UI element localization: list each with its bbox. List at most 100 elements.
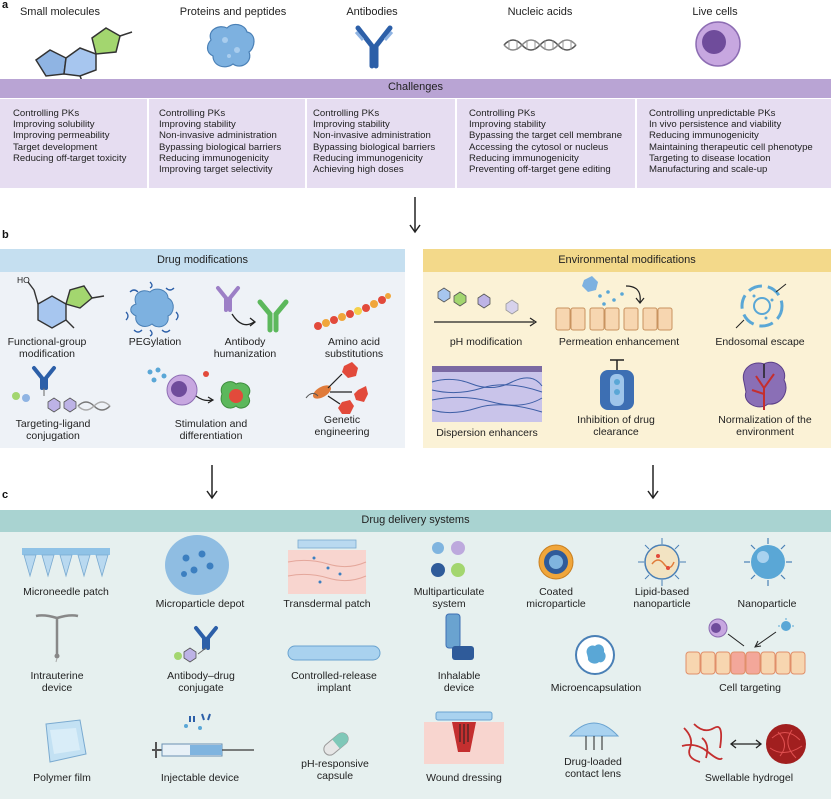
ph-capsule-label: pH-responsive capsule: [290, 758, 380, 782]
functional-group-molecule-icon: [27, 281, 105, 329]
multiparticulate-label: Multiparticulate system: [410, 586, 488, 610]
label-line: Targeting-ligand: [15, 418, 91, 430]
panel-letter-a: a: [2, 0, 9, 11]
wound-dressing-icon: [424, 711, 504, 764]
challenge-box-proteins: [149, 99, 305, 188]
endosomal-escape-icon: [735, 283, 787, 329]
label-line: PEGylation: [128, 336, 182, 348]
drug-clearance-label: Inhibition of drug clearance: [576, 414, 656, 438]
challenge-item: Manufacturing and scale-up: [649, 164, 768, 176]
drug-delivery-systems-title: Drug delivery systems: [361, 514, 470, 526]
nanoparticle-icon: [744, 538, 792, 586]
label-line: Dispersion enhancers: [436, 427, 538, 439]
label-line: contact lens: [564, 768, 622, 780]
lipid-nanoparticle-icon: [638, 538, 686, 586]
swellable-hydrogel-label: Swellable hydrogel: [690, 772, 808, 784]
challenge-item: Targeting to disease location: [649, 152, 771, 164]
challenge-item: Improving solubility: [13, 119, 95, 131]
inhalable-device-label: Inhalable device: [424, 670, 494, 694]
cell-targeting-label: Cell targeting: [710, 682, 790, 694]
pegylation-icon: [125, 281, 179, 337]
ph-modification-label: pH modification: [444, 336, 528, 348]
ph-modification-icon: [434, 287, 538, 327]
label-line: Inhibition of drug: [577, 414, 655, 426]
category-label-antibodies: Antibodies: [346, 6, 398, 18]
challenge-item: Improving permeability: [13, 130, 110, 142]
challenge-item: Improving target selectivity: [159, 164, 273, 176]
drug-modifications-title: Drug modifications: [156, 254, 249, 266]
label-line: Lipid-based: [634, 586, 690, 598]
functional-group-label: Functional-group modification: [0, 336, 94, 360]
targeting-ligand-label: Targeting-ligand conjugation: [0, 418, 106, 442]
label-line: system: [432, 598, 466, 610]
antibody-humanization-icon: [216, 286, 289, 333]
polymer-film-icon: [45, 719, 87, 763]
challenge-list-antibodies: Controlling PKs Improving stability Non-…: [313, 108, 435, 175]
challenge-item: Controlling PKs: [469, 108, 536, 119]
down-arrow-icon: [647, 465, 659, 500]
challenges-header-bar: [0, 79, 831, 98]
intrauterine-device-label: Intrauterine device: [18, 670, 96, 694]
label-line: Cell targeting: [719, 682, 781, 694]
permeation-enhancement-label: Permeation enhancement: [554, 336, 684, 348]
challenge-item: Improving stability: [159, 119, 236, 131]
label-line: Antibody: [224, 336, 266, 348]
label-line: Coated: [539, 586, 573, 598]
category-label-live-cells: Live cells: [692, 6, 738, 18]
pegylation-label: PEGylation: [127, 336, 183, 348]
challenge-item: Improving stability: [313, 119, 390, 131]
label-line: Endosomal escape: [715, 336, 805, 348]
challenge-item: Bypassing the target cell membrane: [469, 130, 623, 142]
label-line: humanization: [213, 348, 277, 360]
challenge-item: Reducing immunogenicity: [469, 152, 579, 164]
environmental-modifications-title: Environmental modifications: [558, 254, 696, 266]
down-arrow-icon: [206, 465, 218, 500]
transdermal-patch-icon: [287, 539, 367, 594]
label-line: Stimulation and: [174, 418, 248, 430]
label-line: implant: [317, 682, 351, 694]
coated-microparticle-icon: [538, 544, 574, 580]
label-line: environment: [736, 426, 794, 438]
coated-microparticle-label: Coated microparticle: [516, 586, 596, 610]
permeation-enhancement-icon: [555, 276, 673, 331]
challenge-item: Non-invasive administration: [159, 130, 277, 142]
label-line: Microencapsulation: [550, 682, 642, 694]
hydroxyl-label: HO: [17, 275, 30, 285]
dna-icon: [503, 39, 577, 51]
challenge-list-proteins: Controlling PKs Improving stability Non-…: [159, 108, 281, 175]
label-line: substitutions: [324, 348, 384, 360]
challenge-item: Achieving high doses: [313, 164, 404, 176]
microneedle-patch-icon: [22, 548, 110, 578]
label-line: Swellable hydrogel: [704, 772, 794, 784]
label-line: Genetic: [323, 414, 361, 426]
small-molecule-icon: [34, 27, 133, 87]
challenge-item: Maintaining therapeutic cell phenotype: [649, 141, 813, 153]
endosomal-escape-label: Endosomal escape: [704, 336, 816, 348]
environmental-modifications-header-bar: [423, 249, 831, 272]
targeting-ligand-icon: [12, 366, 111, 413]
label-line: Intrauterine: [30, 670, 84, 682]
injectable-device-label: Injectable device: [152, 772, 248, 784]
label-line: device: [443, 682, 475, 694]
intrauterine-device-icon: [35, 614, 79, 663]
challenge-item: Controlling PKs: [13, 108, 80, 119]
label-line: device: [41, 682, 73, 694]
label-line: nanoparticle: [633, 598, 691, 610]
nanoparticle-label: Nanoparticle: [724, 598, 810, 610]
genetic-engineering-label: Genetic engineering: [312, 414, 372, 438]
protein-icon: [206, 23, 255, 68]
inhaler-icon: [445, 613, 474, 660]
dispersion-enhancers-label: Dispersion enhancers: [430, 427, 544, 439]
label-line: Injectable device: [160, 772, 240, 784]
challenge-item: Controlling PKs: [159, 108, 226, 119]
label-line: Inhalable: [437, 670, 481, 682]
challenge-list-small-molecules: Controlling PKs Improving solubility Imp…: [13, 108, 126, 164]
microencapsulation-label: Microencapsulation: [544, 682, 648, 694]
multiparticulate-system-icon: [431, 541, 465, 577]
genetic-engineering-icon: [305, 362, 368, 414]
stimulation-label: Stimulation and differentiation: [172, 418, 250, 442]
challenge-box-nucleic-acids: [457, 99, 635, 188]
label-line: pH-responsive: [301, 758, 369, 770]
microneedle-patch-label: Microneedle patch: [14, 586, 118, 598]
swellable-hydrogel-icon: [681, 723, 806, 764]
